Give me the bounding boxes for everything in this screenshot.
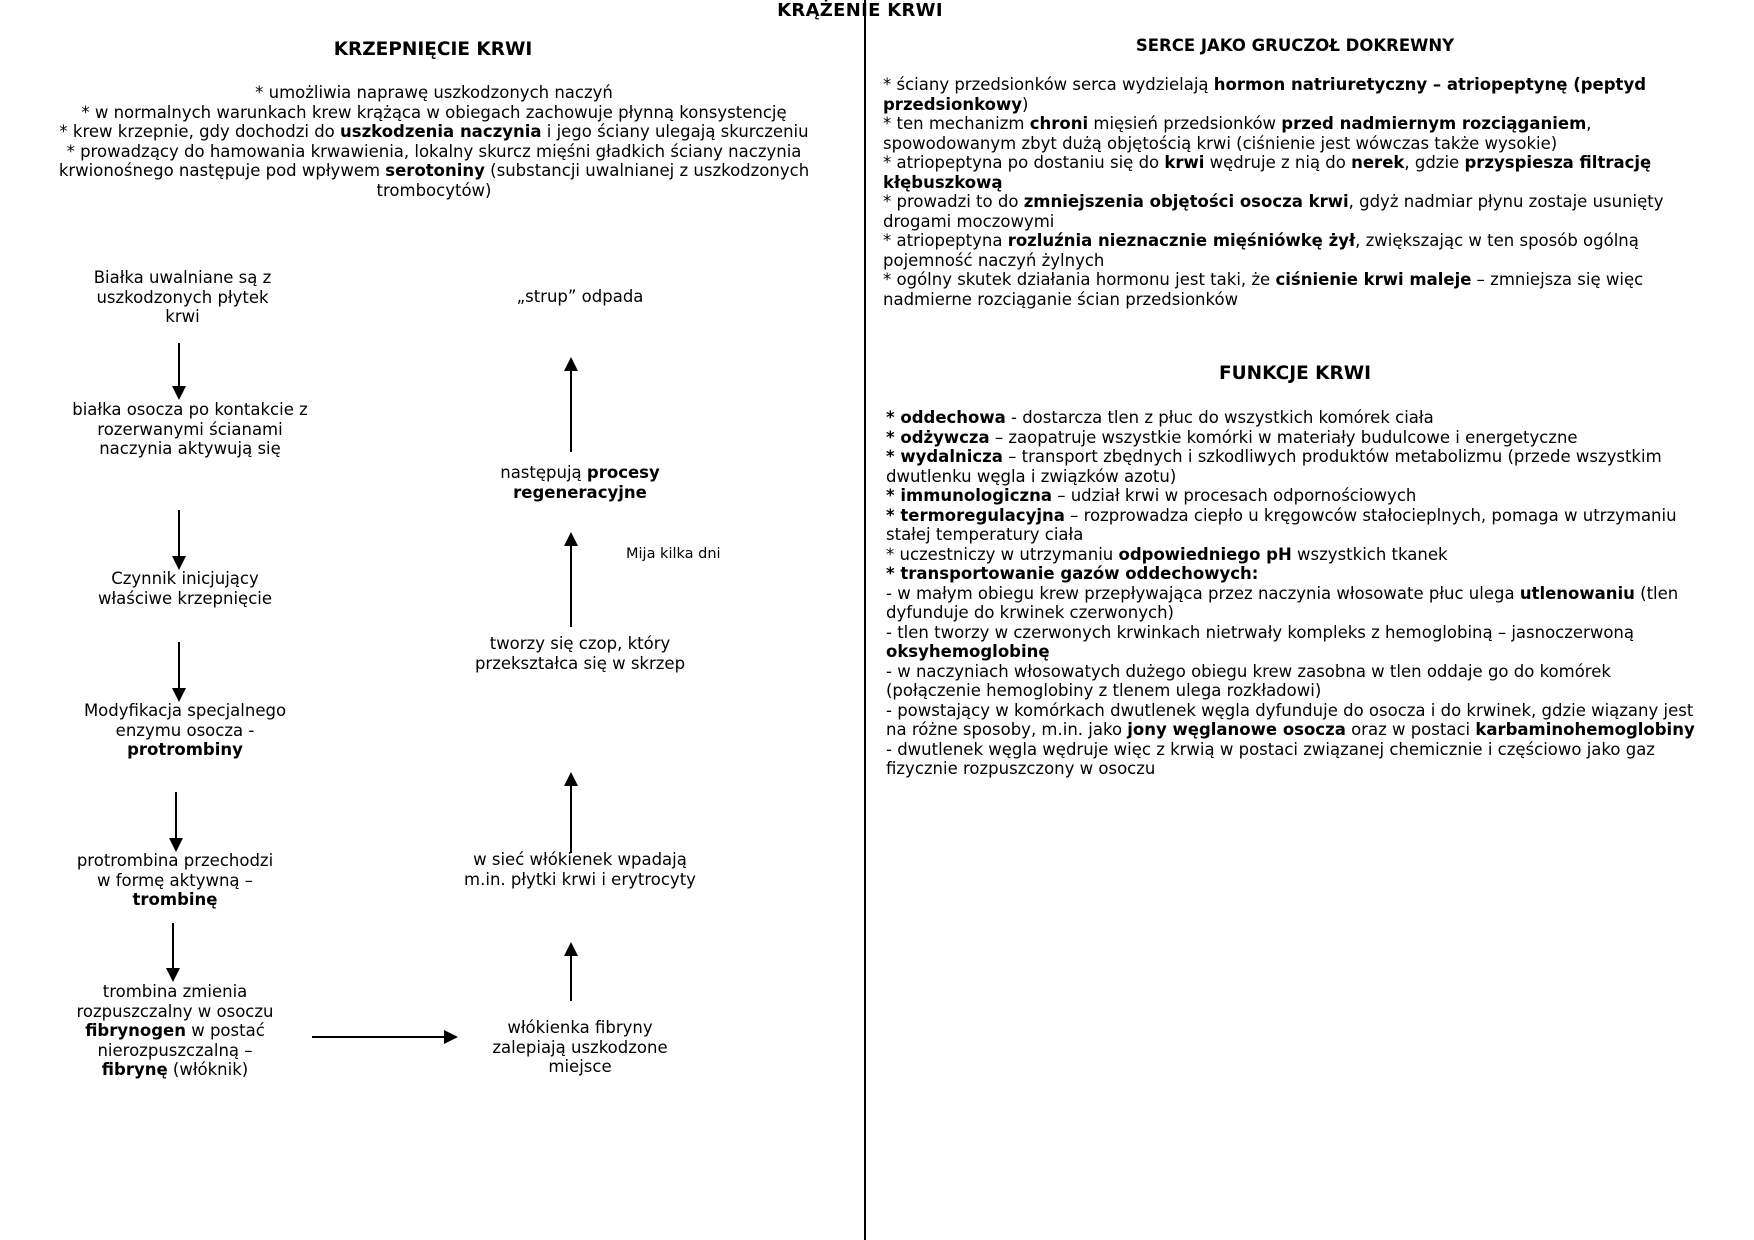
arrow-9-shaft: [570, 370, 572, 452]
arrow-down-icon: [166, 968, 180, 982]
serce-item-5: * atriopeptyna rozluźnia nieznacznie mię…: [883, 231, 1639, 270]
arrow-4-shaft: [175, 792, 177, 847]
arrow-down-icon: [172, 386, 186, 400]
serce-item-2: * ten mechanizm chroni mięsień przedsion…: [883, 114, 1592, 153]
funkcje-item-9: - tlen tworzy w czerwonych krwinkach nie…: [886, 622, 1635, 662]
funkcje-item-12: - dwutlenek węgla wędruje więc z krwią w…: [886, 739, 1655, 779]
section-heading-krzepniecie: KRZEPNIĘCIE KRWI: [333, 39, 533, 60]
intro-line-2: * w normalnych warunkach krew krążąca w …: [81, 102, 787, 122]
intro-line-1: * umożliwia naprawę uszkodzonych naczyń: [255, 83, 613, 102]
flow-step-proteins-released: Białka uwalniane są z uszkodzonych płyte…: [93, 268, 272, 326]
section-heading-serce: SERCE JAKO GRUCZOŁ DOKREWNY: [1135, 36, 1455, 55]
funkcje-item-11: - powstający w komórkach dwutlenek węgla…: [886, 700, 1695, 740]
intro-line-4: * prowadzący do hamowania krwawienia, lo…: [58, 141, 810, 200]
flow-step-clot-forms: tworzy się czop, który przekształca się …: [474, 634, 686, 673]
arrow-6-shaft: [570, 955, 572, 1001]
column-divider: [864, 0, 866, 1240]
arrow-3-shaft: [178, 642, 180, 698]
arrow-down-icon: [172, 556, 186, 570]
serce-list: * ściany przedsionków serca wydzielają h…: [883, 75, 1693, 309]
flow-step-fibrin-threads: włókienka fibryny zalepiają uszkodzone m…: [492, 1018, 668, 1076]
flow-step-thrombin: protrombina przechodzi w formę aktywną –…: [76, 851, 274, 909]
arrow-2-shaft: [178, 510, 180, 564]
funkcje-item-7: * transportowanie gazów oddechowych:: [886, 564, 1259, 583]
intro-text: * umożliwia naprawę uszkodzonych naczyń …: [44, 83, 824, 200]
section-heading-funkcje: FUNKCJE KRWI: [1218, 363, 1372, 384]
serce-item-3: * atriopeptyna po dostaniu się do krwi w…: [883, 153, 1652, 192]
serce-item-1: * ściany przedsionków serca wydzielają h…: [883, 75, 1647, 114]
funkcje-item-2: * odżywcza – zaopatruje wszystkie komórk…: [886, 427, 1578, 447]
arrow-5-shaft: [172, 923, 174, 978]
intro-line-3: * krew krzepnie, gdy dochodzi do uszkodz…: [59, 122, 809, 141]
funkcje-item-3: * wydalnicza – transport zbędnych i szko…: [886, 447, 1662, 486]
arrow-up-icon: [564, 942, 578, 956]
serce-item-4: * prowadzi to do zmniejszenia objętości …: [883, 192, 1664, 231]
arrow-right-icon: [444, 1030, 458, 1044]
flow-step-fibrinogen: trombina zmienia rozpuszczalny w osoczu …: [76, 982, 274, 1079]
flow-step-prothrombin: Modyfikacja specjalnego enzymu osocza - …: [83, 701, 287, 759]
flow-step-scab-falls: „strup” odpada: [516, 287, 644, 306]
funkcje-item-5: * termoregulacyjna – rozprowadza ciepło …: [886, 505, 1677, 545]
funkcje-list: * oddechowa - dostarcza tlen z płuc do w…: [886, 408, 1696, 779]
flow-step-plasma-proteins: białka osocza po kontakcie z rozerwanymi…: [72, 400, 308, 458]
funkcje-item-4: * immunologiczna – udział krwi w procesa…: [886, 486, 1417, 505]
page-title: KRĄŻENIE KRWI: [777, 0, 943, 21]
funkcje-item-8: - w małym obiegu krew przepływająca prze…: [886, 583, 1679, 623]
flow-step-regeneration: następują procesy regeneracyjne: [500, 463, 660, 502]
arrow-up-icon: [564, 772, 578, 786]
arrow-up-icon: [564, 357, 578, 371]
arrow-1-shaft: [178, 343, 180, 389]
arrow-up-icon: [564, 532, 578, 546]
arrow-down-icon: [169, 838, 183, 852]
arrow-7-shaft: [570, 785, 572, 853]
serce-item-6: * ogólny skutek działania hormonu jest t…: [883, 270, 1644, 309]
arrow-right-shaft: [312, 1036, 448, 1038]
arrow-down-icon: [172, 688, 186, 702]
flow-step-initiating-factor: Czynnik inicjujący właściwe krzepnięcie: [97, 569, 273, 608]
note-several-days: Mija kilka dni: [626, 546, 721, 562]
funkcje-item-1: * oddechowa - dostarcza tlen z płuc do w…: [886, 408, 1434, 427]
funkcje-item-6: * uczestniczy w utrzymaniu odpowiedniego…: [886, 544, 1448, 564]
arrow-8-shaft: [570, 545, 572, 627]
funkcje-item-10: - w naczyniach włosowatych dużego obiegu…: [886, 661, 1611, 701]
flow-step-platelets-trapped: w sieć włókienek wpadają m.in. płytki kr…: [464, 850, 696, 889]
